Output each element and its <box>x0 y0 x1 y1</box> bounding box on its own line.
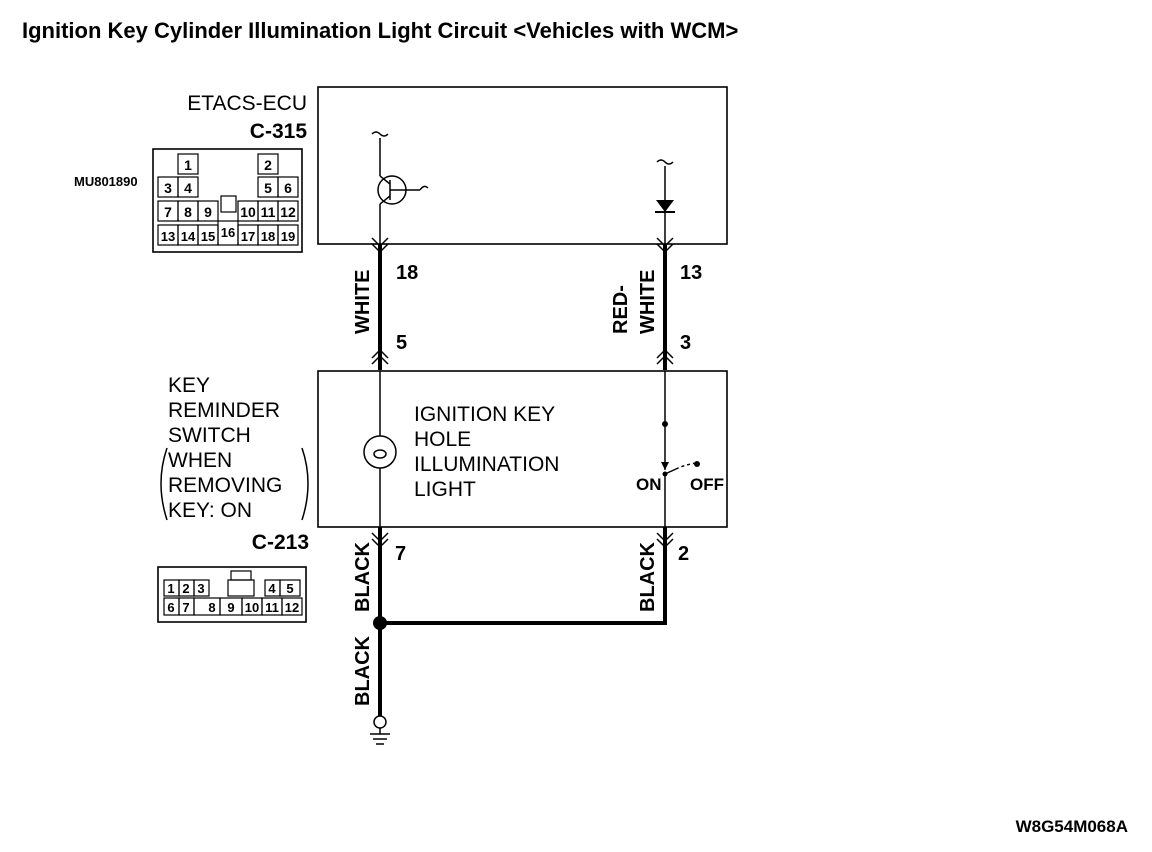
switch-name-line-6: KEY: ON <box>168 499 252 522</box>
switch-name-line-2: REMINDER <box>168 399 280 422</box>
light-label-line-2: HOLE <box>414 428 471 451</box>
c213-pin-6: 6 <box>167 600 174 615</box>
bulb-icon <box>363 371 397 527</box>
c315-pin-18: 18 <box>261 229 275 244</box>
connector-chevrons-switch-bottom <box>371 532 674 549</box>
part-number-label: MU801890 <box>74 174 138 189</box>
connector-chevrons-switch-top <box>371 348 674 365</box>
c213-pin-2: 2 <box>182 581 189 596</box>
terminal-13: 13 <box>680 262 702 284</box>
key-reminder-switch-box <box>317 370 728 528</box>
c315-pin-2: 2 <box>264 157 272 173</box>
etacs-ecu-label: ETACS-ECU <box>187 92 307 115</box>
c315-pin-3: 3 <box>164 180 172 196</box>
switch-on-label: ON <box>636 475 662 494</box>
c315-pin-10: 10 <box>240 204 256 220</box>
etacs-connector-label: C-315 <box>250 120 308 143</box>
wire-color-white: WHITE <box>352 270 374 334</box>
ground-icon <box>370 715 390 745</box>
c213-pin-9: 9 <box>227 600 234 615</box>
switch-name-line-4: WHEN <box>168 449 232 472</box>
c315-pin-14: 14 <box>181 229 196 244</box>
switch-name-line-5: REMOVING <box>168 474 282 497</box>
transistor-symbol <box>371 131 429 244</box>
c213-pin-4: 4 <box>268 581 276 596</box>
etacs-ecu-box <box>317 86 728 245</box>
c315-pin-6: 6 <box>284 180 292 196</box>
switch-name-line-1: KEY <box>168 374 210 397</box>
connector-chevrons-etacs <box>371 237 674 254</box>
c315-pin-15: 15 <box>201 229 215 244</box>
terminal-2: 2 <box>678 543 689 565</box>
c315-pin-13: 13 <box>161 229 175 244</box>
c213-pin-10: 10 <box>245 600 259 615</box>
light-label-line-4: LIGHT <box>414 478 476 501</box>
wire-color-black-3: BLACK <box>352 635 374 706</box>
switch-off-label: OFF <box>690 475 724 494</box>
c315-pin-9: 9 <box>204 204 212 220</box>
terminal-5: 5 <box>396 332 407 354</box>
connector-c213-face: 1 2 3 4 5 6 7 8 9 10 11 12 <box>157 566 307 623</box>
terminal-3: 3 <box>680 332 691 354</box>
wire-color-black-1: BLACK <box>352 541 374 612</box>
terminal-18: 18 <box>396 262 418 284</box>
right-parenthesis <box>301 447 309 521</box>
c213-pin-11: 11 <box>265 600 279 615</box>
c213-pin-7: 7 <box>182 600 189 615</box>
c315-pin-19: 19 <box>281 229 295 244</box>
c213-pin-5: 5 <box>286 581 293 596</box>
c315-pin-4: 4 <box>184 180 192 196</box>
c315-pin-16: 16 <box>221 225 235 240</box>
switch-name-line-3: SWITCH <box>168 424 251 447</box>
switch-contact-icon <box>661 371 700 527</box>
switch-connector-label: C-213 <box>252 531 309 554</box>
c315-pin-5: 5 <box>264 180 272 196</box>
c315-pin-7: 7 <box>164 204 172 220</box>
light-label-line-1: IGNITION KEY <box>414 403 555 426</box>
c315-pin-8: 8 <box>184 204 192 220</box>
page-title: Ignition Key Cylinder Illumination Light… <box>22 18 739 43</box>
c213-pin-1: 1 <box>167 581 174 596</box>
c213-pin-8: 8 <box>208 600 215 615</box>
c213-pin-12: 12 <box>285 600 299 615</box>
wire-color-red: RED- <box>610 285 632 334</box>
terminal-7: 7 <box>395 543 406 565</box>
c213-pin-3: 3 <box>197 581 204 596</box>
left-parenthesis <box>160 447 168 521</box>
c315-pin-17: 17 <box>241 229 255 244</box>
connector-c315-face: MU801890 1 2 3 4 5 6 7 8 9 10 11 12 <box>74 148 303 253</box>
wire-color-white-2: WHITE <box>637 270 659 334</box>
light-label-line-3: ILLUMINATION <box>414 453 559 476</box>
figure-code: W8G54M068A <box>1016 817 1128 836</box>
wire-color-black-2: BLACK <box>637 541 659 612</box>
splice-point <box>373 616 387 630</box>
c315-pin-11: 11 <box>261 204 276 220</box>
c315-pin-1: 1 <box>184 157 192 173</box>
diode-symbol <box>655 159 675 244</box>
c315-pin-12: 12 <box>280 204 296 220</box>
